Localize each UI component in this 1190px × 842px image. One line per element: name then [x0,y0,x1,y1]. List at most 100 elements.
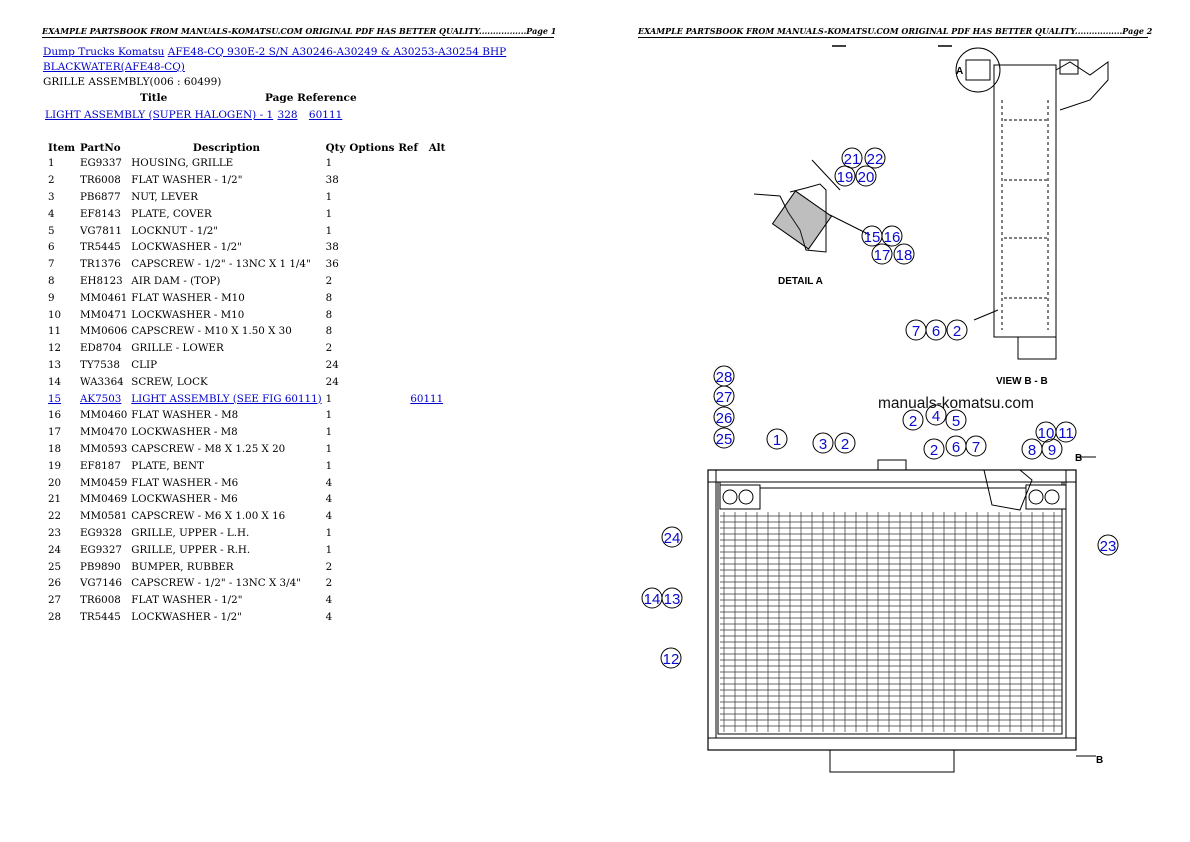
parts-item: 24 [48,543,62,556]
parts-item: 9 [48,291,55,304]
col-partno: PartNo [80,142,121,154]
parts-options [347,441,396,458]
view-b-b-drawing [955,47,1109,360]
parts-options [347,256,396,273]
parts-item: 20 [48,476,62,489]
parts-ref [396,457,462,474]
parts-description: CAPSCREW - 1/2" - 13NC X 3/4" [131,577,301,590]
parts-description: LOCKWASHER - M6 [131,493,238,506]
parts-description: CLIP [131,358,158,371]
view-b-b-label: VIEW B - B [996,376,1048,387]
ref-col-page-reference: Page Reference [265,92,357,104]
callout-balloon [713,406,735,428]
callout-balloon [841,147,863,169]
parts-qty: 8 [325,325,333,338]
parts-partno: MM0581 [80,510,128,523]
parts-item: 18 [48,442,62,455]
parts-qty: 2 [325,560,333,573]
parts-options [347,340,396,357]
parts-item[interactable]: 15 [48,392,62,405]
parts-ref[interactable]: 60111 [410,392,444,405]
callout-balloon [713,365,735,387]
watermark: manuals-komatsu.com [878,395,1034,412]
parts-options [347,525,396,542]
parts-ref [396,508,462,525]
col-ref-label: Ref [398,142,418,154]
callout-number: 7 [972,439,980,456]
detail-a-label: DETAIL A [778,276,823,287]
parts-partno: EG9337 [80,157,122,170]
callout-balloon [855,165,877,187]
ref-col-title: Title [140,92,168,104]
parts-ref [396,441,462,458]
parts-partno[interactable]: AK7503 [80,392,122,405]
parts-partno: EG9327 [80,543,122,556]
parts-description[interactable]: LIGHT ASSEMBLY (SEE FIG 60111) [131,392,322,405]
parts-ref [396,155,462,172]
reference-title-link[interactable]: LIGHT ASSEMBLY (SUPER HALOGEN) - 1 [45,109,274,121]
col-item: Item [48,142,76,154]
breadcrumb-link-dump-trucks[interactable]: Dump Trucks Komatsu [43,46,165,58]
detail-a-drawing [753,159,871,253]
parts-item: 10 [48,308,62,321]
parts-description: GRILLE, UPPER - R.H. [131,543,251,556]
callout-balloon [871,243,893,265]
parts-item: 21 [48,493,62,506]
callout-number: 6 [932,323,940,340]
parts-qty: 2 [325,577,333,590]
breadcrumb-link-model-cont[interactable]: BLACKWATER(AFE48-CQ) [43,61,185,73]
table-row[interactable]: 15 AK7503 LIGHT ASSEMBLY (SEE FIG 60111)1 6… [44,390,462,407]
callout-number: 2 [909,413,917,430]
callout-number: 2 [841,436,849,453]
callout-balloon [834,165,856,187]
parts-description: LOCKWASHER - M10 [131,308,245,321]
parts-partno: TR6008 [80,174,121,187]
parts-qty: 36 [325,258,339,271]
parts-description: CAPSCREW - M10 X 1.50 X 30 [131,325,292,338]
parts-qty: 1 [325,392,333,405]
parts-partno: MM0461 [80,291,128,304]
parts-description: LOCKNUT - 1/2" [131,224,219,237]
parts-item: 3 [48,190,55,203]
col-ref: Ref Alt [396,141,462,155]
parts-description: NUT, LEVER [131,190,198,203]
parts-item: 7 [48,258,55,271]
reference-page-link[interactable]: 328 [277,109,298,121]
parts-qty: 1 [325,442,333,455]
parts-partno: MM0470 [80,426,128,439]
parts-options [347,222,396,239]
parts-options [347,474,396,491]
callout-number: 12 [663,651,680,668]
callout-balloon [893,243,915,265]
callout-number: 26 [716,410,733,427]
parts-description: PLATE, BENT [131,459,204,472]
parts-partno: MM0606 [80,325,128,338]
callout-balloon [946,319,968,341]
parts-ref [396,205,462,222]
parts-partno: MM0459 [80,476,128,489]
callout-number: 22 [867,151,884,168]
parts-item: 12 [48,342,62,355]
callout-number: 7 [912,323,920,340]
parts-partno: MM0460 [80,409,128,422]
parts-item: 4 [48,207,55,220]
parts-table-header: Item PartNo Description Qty Options Ref … [44,141,462,155]
breadcrumb-link-model[interactable]: AFE48-CQ 930E-2 S/N A30246-A30249 & A302… [167,46,507,58]
parts-partno: EF8187 [80,459,121,472]
parts-partno: TR5445 [80,241,121,254]
callout-balloon [1097,534,1119,556]
parts-description: CAPSCREW - M8 X 1.25 X 20 [131,442,286,455]
reference-ref-link[interactable]: 60111 [308,109,343,121]
parts-partno: TR6008 [80,594,121,607]
